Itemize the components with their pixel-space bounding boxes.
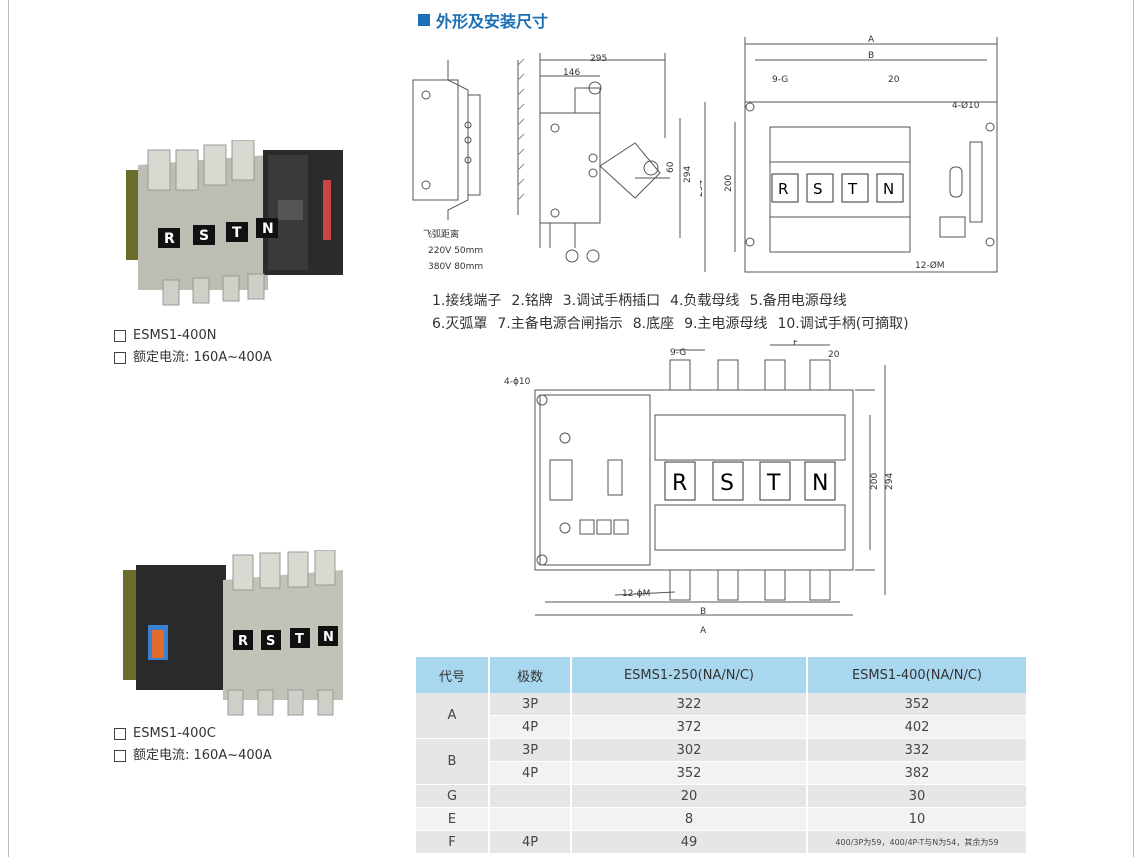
dim-200: 200 [870,473,880,490]
table-row: G 20 30 [416,784,1028,808]
phase-s: S [813,180,823,198]
part-legend: 1.接线端子 2.铭牌 3.调试手柄插口 4.负载母线 5.备用电源母线 6.灭… [432,290,909,336]
table-row: F 4P 49 400/3P为59，400/4P-T与N为54，其余为59 [416,830,1028,854]
table-row: B 3P 302 332 [416,738,1028,785]
table-row: 4P 352 382 [416,761,1028,785]
col-esms1-250: ESMS1-250(NA/N/C) [571,657,808,693]
svg-text:S: S [266,634,275,649]
dim-g: 9-G [772,75,788,85]
dim-60: 60 [666,161,676,173]
checkbox-icon [114,728,126,740]
dim-hole: 4-Ø10 [952,100,980,111]
arc-distance-label: 飞弧距离 [423,228,459,240]
col-code: 代号 [416,657,490,693]
dim-20: 20 [888,75,900,85]
svg-text:T: T [232,225,242,241]
svg-text:N: N [323,630,334,645]
arc-220v: 220V 50mm [428,246,483,256]
table-row: 4P 372 402 [416,715,1028,739]
legend-item: 2.铭牌 [511,293,553,309]
svg-text:N: N [262,221,274,237]
phase-t: T [766,471,781,496]
legend-item: 4.负载母线 [670,293,740,309]
product-rating: 额定电流: 160A~400A [133,350,272,365]
phase-t: T [847,180,858,198]
col-esms1-400: ESMS1-400(NA/N/C) [807,657,1028,693]
legend-item: 8.底座 [632,316,675,332]
svg-text:R: R [238,634,248,649]
checkbox-icon [114,352,126,364]
legend-item: 5.备用电源母线 [749,293,847,309]
dim-20: 20 [828,350,840,360]
dim-bolt: 12-ϕM [622,589,650,599]
svg-text:S: S [199,228,209,244]
legend-item: 6.灭弧罩 [432,316,488,332]
dim-295: 295 [590,54,607,64]
dim-hole: 4-ϕ10 [504,377,531,387]
legend-item: 7.主备电源合闸指示 [497,316,623,332]
legend-item: 3.调试手柄插口 [562,293,661,309]
dim-f: F [793,340,798,348]
checkbox-icon [114,750,126,762]
dim-b: B [868,51,874,61]
dim-200: 200 [724,175,734,192]
side-view-drawing: 飞弧距离 220V 50mm 380V 80mm [412,58,525,272]
dim-bolt: 12-ØM [915,260,945,271]
legend-item: 9.主电源母线 [684,316,768,332]
legend-item: 10.调试手柄(可摘取) [777,316,909,332]
section-title-text: 外形及安装尺寸 [436,12,549,31]
product-caption-400c: ESMS1-400C 额定电流: 160A~400A [114,723,272,767]
section-title: 外形及安装尺寸 [418,8,548,32]
dim-294: 294 [885,473,895,490]
table-row: E 8 10 [416,807,1028,831]
page-frame [8,0,1134,857]
square-bullet-icon [418,14,430,26]
legend-item: 1.接线端子 [432,293,502,309]
dim-a: A [868,35,875,45]
phase-r: R [778,180,788,198]
arc-380v: 380V 80mm [428,262,483,272]
phase-s: S [720,471,734,496]
handle-view-drawing: 295 146 294 60 [539,53,693,263]
product-model: ESMS1-400N [133,328,217,343]
dim-b: B [700,607,706,617]
col-poles: 极数 [489,657,572,693]
dim-g: 9-G [670,348,686,358]
phase-n: N [883,180,894,198]
dimension-table: 代号 极数 ESMS1-250(NA/N/C) ESMS1-400(NA/N/C… [416,657,1028,854]
checkbox-icon [114,330,126,342]
product-rating: 额定电流: 160A~400A [133,748,272,763]
svg-text:T: T [295,632,304,647]
dim-a: A [700,626,707,636]
front-dimension-drawing: R S T N A B 9-G 20 4-Ø10 200 294 12-ØM [700,35,998,273]
dim-146: 146 [563,68,580,78]
phase-n: N [812,471,828,496]
installation-drawing: R S T N 9-G F 20 4-ϕ10 200 294 12-ϕM B A [504,340,895,636]
dim-294: 294 [700,180,705,197]
table-row: A 3P 322 352 [416,693,1028,739]
product-caption-400n: ESMS1-400N 额定电流: 160A~400A [114,325,272,369]
svg-text:R: R [164,231,175,247]
dim-294: 294 [683,166,693,183]
phase-r: R [672,471,687,496]
product-model: ESMS1-400C [133,726,216,741]
